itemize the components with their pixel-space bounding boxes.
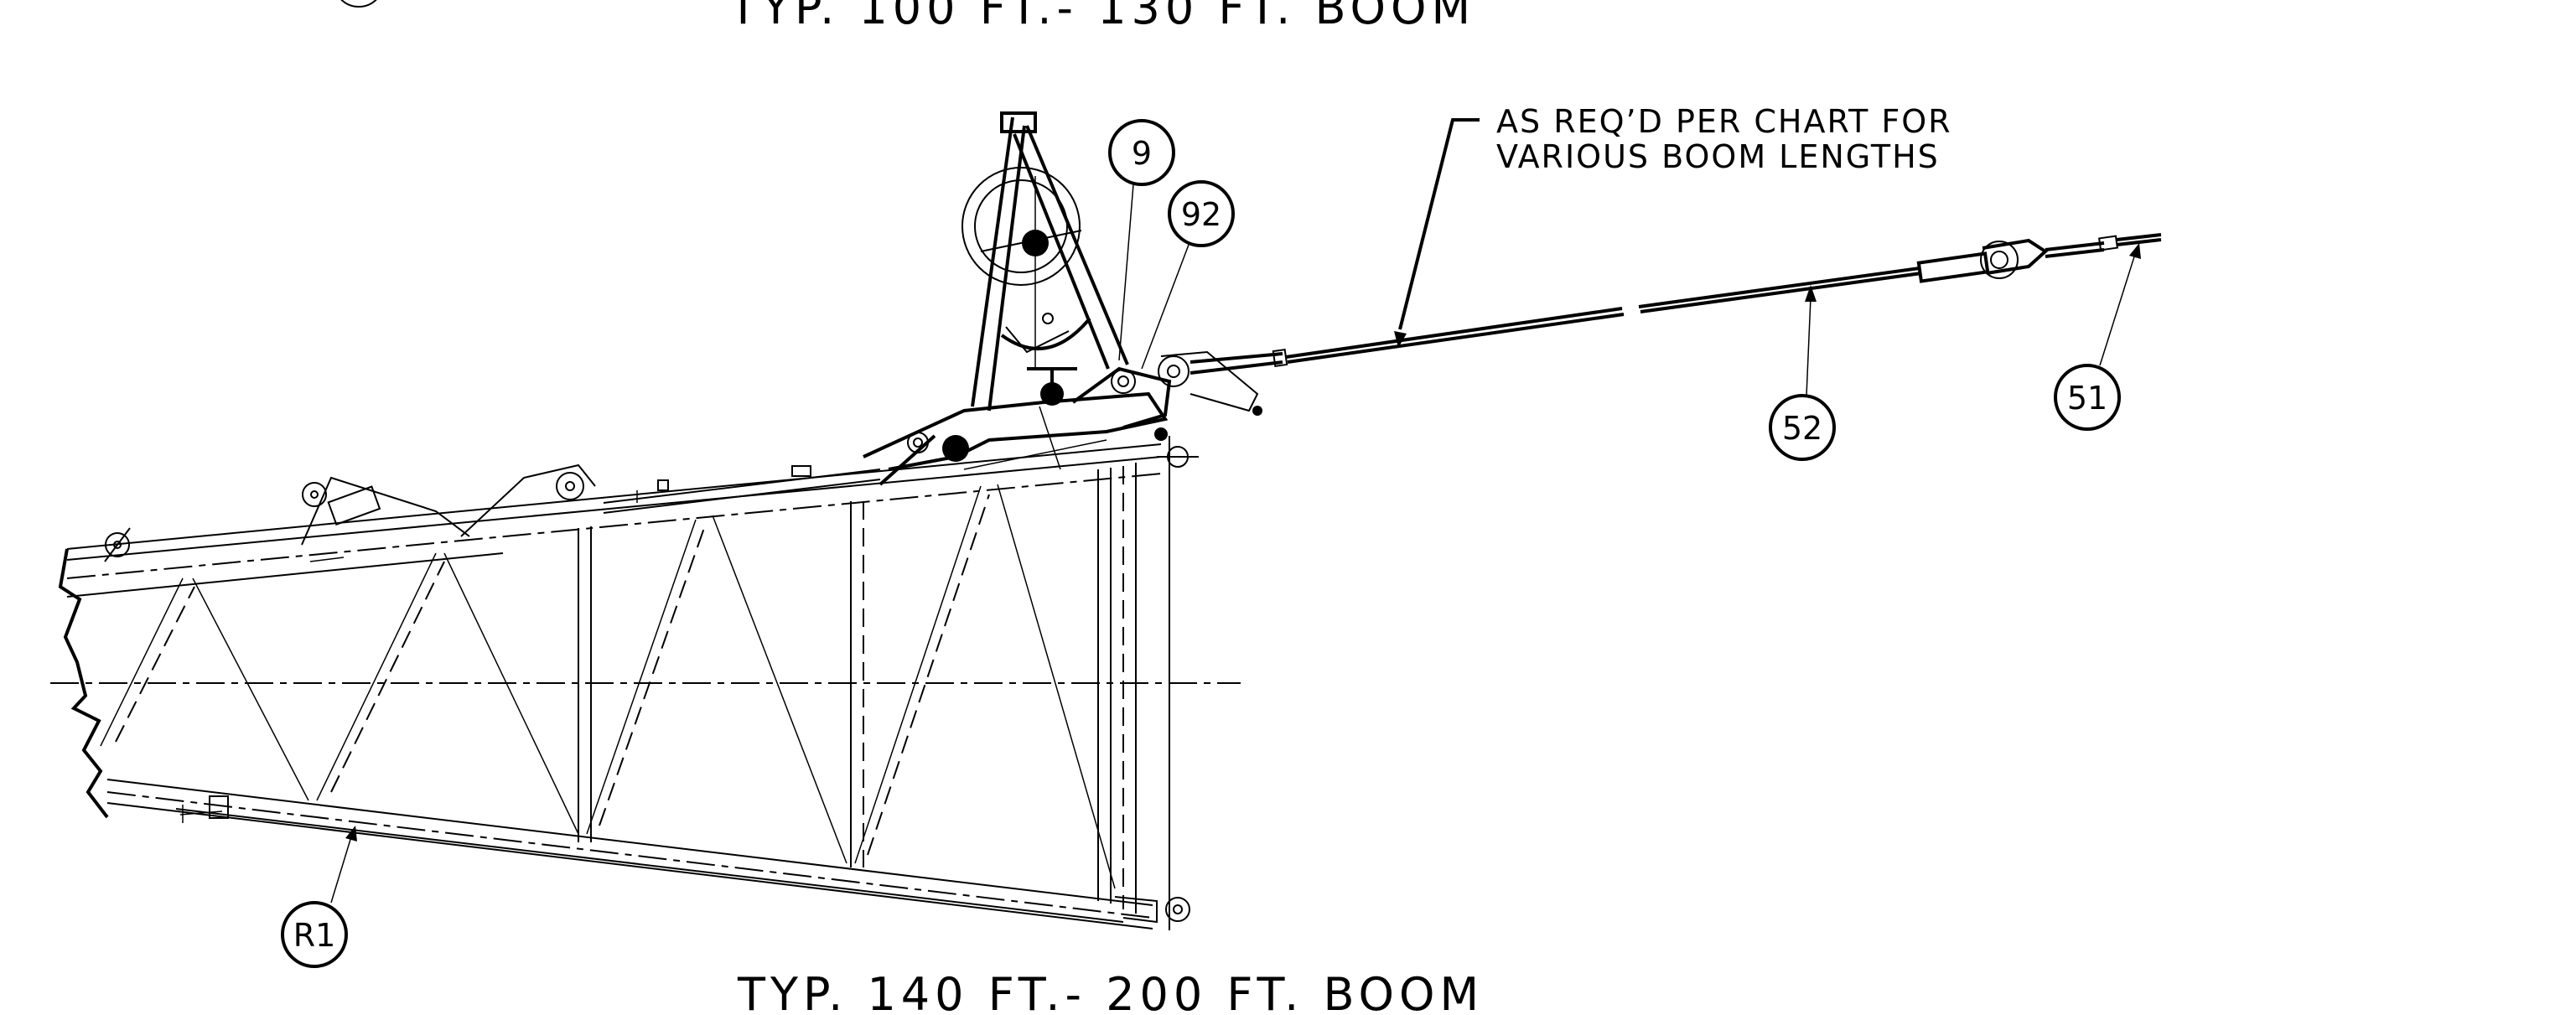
balloon-52: 52 [1769, 285, 1836, 461]
boom-lattice-section [50, 436, 1241, 930]
top-title-text: TYP. 100 FT.- 130 FT. BOOM [728, 0, 1475, 34]
top-view-title: TYP. 100 FT.- 130 FT. BOOM [340, 0, 1475, 34]
bottom-title-text: TYP. 140 FT.- 200 FT. BOOM [737, 968, 1484, 1015]
balloon-9: 9 [1108, 119, 1175, 361]
balloon-51: 51 [2054, 243, 2141, 431]
svg-text:92: 92 [1181, 196, 1221, 233]
svg-text:R1: R1 [293, 917, 336, 954]
svg-text:51: 51 [2067, 380, 2107, 417]
note-line-2: VARIOUS BOOM LENGTHS [1496, 138, 1940, 175]
length-note: AS REQ’D PER CHART FOR VARIOUS BOOM LENG… [1394, 103, 1952, 348]
balloon-92: 92 [1141, 180, 1235, 370]
note-line-1: AS REQ’D PER CHART FOR [1496, 103, 1952, 140]
gantry-frame [863, 111, 1262, 486]
cut-off-balloon [340, 0, 377, 8]
svg-text:9: 9 [1132, 135, 1152, 172]
pendant-bar [1190, 233, 2162, 375]
balloon-r1: R1 [281, 826, 357, 968]
svg-text:52: 52 [1782, 410, 1822, 447]
